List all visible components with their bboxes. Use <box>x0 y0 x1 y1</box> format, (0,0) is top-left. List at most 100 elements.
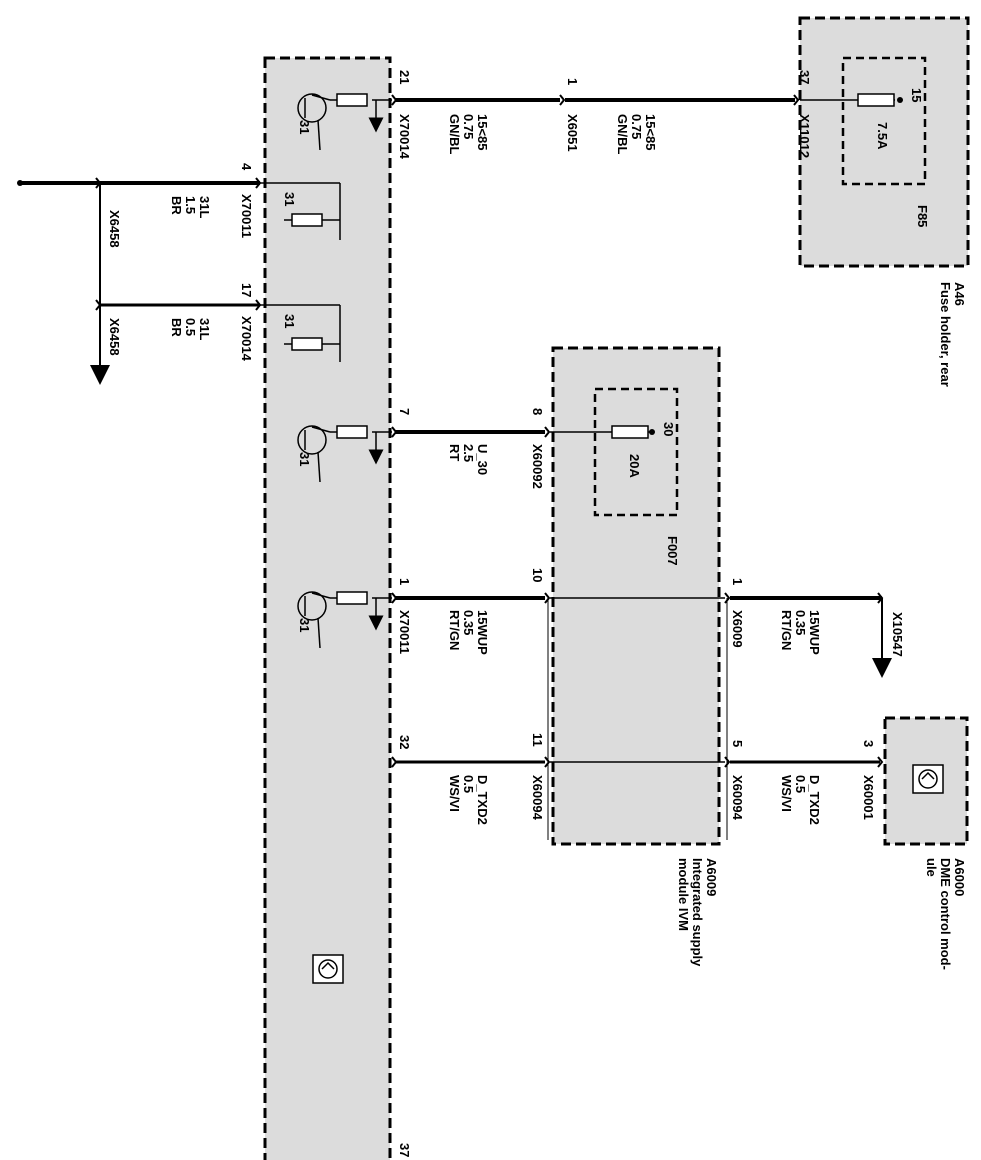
conn-mark <box>793 94 800 106</box>
connector-label: X60094 <box>530 775 545 821</box>
wire-spec: 15WUP <box>475 610 490 655</box>
wire-spec: 0.5 <box>461 775 476 793</box>
pin-label: 10 <box>530 568 545 582</box>
end-dot <box>17 180 23 186</box>
pin-label: 17 <box>239 283 254 297</box>
control-unit-icon <box>912 764 944 794</box>
module-name: Integrated supply <box>690 858 705 967</box>
fuse-f85-element <box>857 93 895 107</box>
fuse-holder-box <box>798 16 970 268</box>
wire-spec: 0.35 <box>793 610 808 635</box>
conn-mark <box>544 756 551 768</box>
module-id: A6000 <box>952 858 967 896</box>
connector-label: X70014 <box>239 316 254 362</box>
wire-spec: 1.5 <box>183 196 198 214</box>
wire-spec: 31L <box>197 196 212 218</box>
ground-block-2 <box>260 304 341 362</box>
main-module-box <box>263 56 392 1160</box>
module-name: DME control mod- <box>938 858 953 970</box>
wire-spec: 0.75 <box>461 114 476 139</box>
wire-spec: RT <box>447 444 462 461</box>
fuse-id: F007 <box>665 536 680 566</box>
fuse-terminal: 15 <box>909 88 924 102</box>
driver-block-2 <box>297 425 392 483</box>
connector-label: X11012 <box>797 114 812 158</box>
ground-label: 31 <box>282 192 297 206</box>
fuse-dot <box>897 97 903 103</box>
conn-mark <box>95 299 102 311</box>
conn-mark <box>724 756 731 768</box>
connector-label: X60094 <box>730 775 745 821</box>
pin-label: 1 <box>565 78 580 85</box>
conn-mark <box>877 592 884 604</box>
wire-spec: U_30 <box>475 444 490 475</box>
conn-mark <box>544 592 551 604</box>
module-name: module IVM <box>676 858 691 931</box>
pin-label: 3 <box>861 740 876 747</box>
fuse-f007-box <box>593 387 679 517</box>
pin-label: 4 <box>239 163 254 171</box>
ground-label: 31 <box>297 120 312 134</box>
ground-label: 31 <box>297 618 312 632</box>
module-name: ule <box>924 858 939 877</box>
conn-mark <box>391 94 398 106</box>
fuse-id: F85 <box>915 205 930 227</box>
wire-spec: 31L <box>197 318 212 340</box>
fuse-terminal: 30 <box>661 422 676 436</box>
connector-label: X70011 <box>239 194 254 238</box>
wire-spec: 0.5 <box>183 318 198 336</box>
pin-label: 5 <box>730 740 745 747</box>
wire-spec: RT/GN <box>447 610 462 650</box>
wire-spec: RT/GN <box>779 610 794 650</box>
conn-mark <box>559 94 566 106</box>
wire-spec: 0.35 <box>461 610 476 635</box>
driver-block-1 <box>297 93 392 151</box>
ivm-box <box>551 346 721 846</box>
conn-mark <box>877 756 884 768</box>
wire-spec: D_TXD2 <box>807 775 822 825</box>
connector-label: X6009 <box>730 610 745 648</box>
ground-block-1 <box>260 182 341 240</box>
connector-label: X60001 <box>861 775 876 820</box>
wire-spec: 2.5 <box>461 444 476 462</box>
connector-label: X60092 <box>530 444 545 489</box>
fuse-f007-element <box>611 425 649 439</box>
wire-spec: WS/VI <box>447 775 462 812</box>
connector-label: X70014 <box>397 114 412 160</box>
pin-label: 1 <box>730 578 745 585</box>
control-unit-icon <box>312 954 344 984</box>
wire-spec: GN/BL <box>447 114 462 155</box>
pin-label: 37 <box>397 1143 412 1157</box>
driver-block-3 <box>297 591 392 649</box>
connector-label: X6458 <box>107 318 122 356</box>
fuse-rating: 20A <box>627 454 642 478</box>
conn-mark <box>391 426 398 438</box>
wire-spec: GN/BL <box>615 114 630 155</box>
connector-label: X6051 <box>565 114 580 152</box>
conn-mark <box>724 592 731 604</box>
wire-spec: 15WUP <box>807 610 822 655</box>
pin-label: 32 <box>397 735 412 749</box>
conn-mark <box>95 177 102 189</box>
wire-spec: 15<85 <box>643 114 658 151</box>
pin-label: 37 <box>797 70 812 84</box>
pin-label: 8 <box>530 408 545 415</box>
pin-label: 7 <box>397 408 412 415</box>
wire-spec: 0.75 <box>629 114 644 139</box>
connector-label: X70011 <box>397 610 412 654</box>
wire-spec: WS/VI <box>779 775 794 812</box>
module-id: A46 <box>952 282 967 306</box>
pin-label: 1 <box>397 578 412 585</box>
conn-mark <box>391 592 398 604</box>
conn-mark <box>544 426 551 438</box>
ground-label: 31 <box>282 314 297 328</box>
pin-label: 21 <box>397 70 412 84</box>
wire-spec: 0.5 <box>793 775 808 793</box>
wire-spec: D_TXD2 <box>475 775 490 825</box>
module-id: A6009 <box>704 858 719 896</box>
fuse-rating: 7.5A <box>875 122 890 150</box>
connector-label: X10547 <box>890 612 905 657</box>
wire-spec: BR <box>169 318 184 337</box>
connector-label: X6458 <box>107 210 122 248</box>
